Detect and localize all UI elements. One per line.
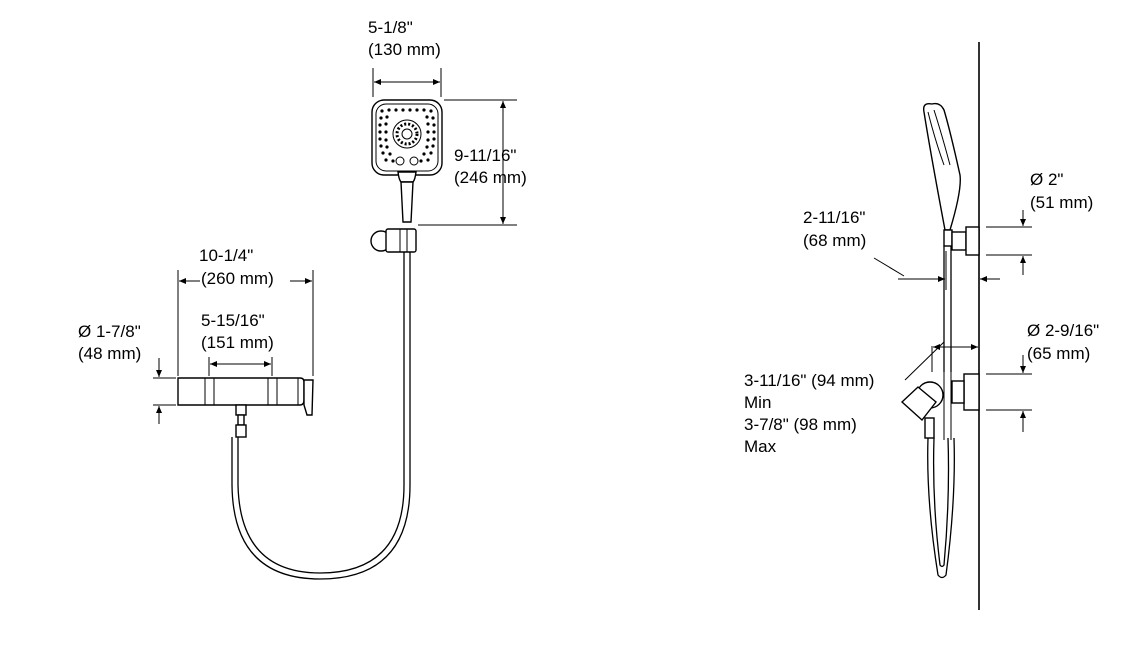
hand-shower-holder [370, 228, 417, 253]
holder-side [951, 226, 980, 256]
valve-length-imperial: 10-1/4" [199, 246, 253, 265]
dim-valve-diameter [153, 358, 176, 424]
valve-diameter-metric: (48 mm) [78, 344, 141, 363]
dim-head-height [418, 99, 517, 226]
dim-holder-projection [873, 251, 1000, 290]
holder-diameter-metric: (51 mm) [1030, 193, 1093, 212]
valve-projection-max-label: Max [744, 437, 777, 456]
mixer-valve [177, 377, 314, 438]
spray-nozzles-icon [378, 108, 436, 163]
valve-flange-diameter-metric: (65 mm) [1027, 344, 1090, 363]
head-height-imperial: 9-11/16" [454, 146, 516, 165]
front-view: 5-1/8" (130 mm) 9-11/16" (246 mm) 10-1/4… [78, 18, 527, 580]
dim-head-width [372, 68, 442, 97]
valve-projection-max-value: 3-7/8" (98 mm) [744, 415, 857, 434]
head-width-metric: (130 mm) [368, 40, 441, 59]
valve-diameter-imperial: Ø 1-7/8" [78, 322, 141, 341]
valve-flange-diameter-imperial: Ø 2-9/16" [1027, 321, 1099, 340]
dim-valve-projection [904, 341, 978, 381]
head-height-metric: (246 mm) [454, 168, 527, 187]
shower-hose [231, 252, 411, 580]
valve-centers-metric: (151 mm) [201, 333, 274, 352]
hand-shower-head [371, 99, 443, 223]
holder-diameter-imperial: Ø 2" [1030, 170, 1063, 189]
holder-projection-metric: (68 mm) [803, 231, 866, 250]
valve-projection-min-value: 3-11/16" (94 mm) [744, 371, 874, 390]
valve-side [900, 372, 980, 440]
head-width-imperial: 5-1/8" [368, 18, 413, 37]
dim-valve-flange-diameter [986, 355, 1032, 432]
hand-shower-side [922, 102, 961, 247]
holder-projection-imperial: 2-11/16" [803, 208, 865, 227]
dim-holder-diameter [986, 210, 1032, 275]
hose-side [927, 246, 955, 579]
valve-length-metric: (260 mm) [201, 269, 274, 288]
valve-projection-min-label: Min [744, 393, 771, 412]
dim-valve-centers [208, 357, 273, 376]
side-view: Ø 2" (51 mm) 2-11/16" (68 mm) Ø 2-9/16" … [744, 42, 1099, 610]
valve-centers-imperial: 5-15/16" [201, 311, 265, 330]
